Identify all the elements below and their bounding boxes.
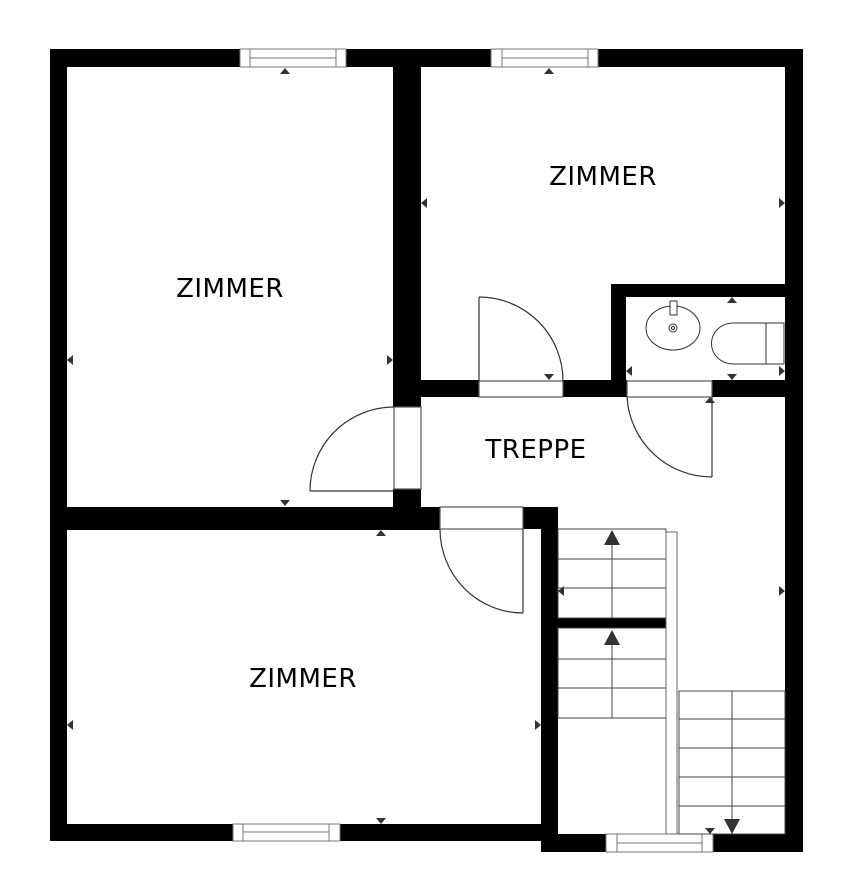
room-label-bottom-left: ZIMMER xyxy=(249,664,357,694)
stairs xyxy=(557,528,786,835)
room-label-top-left: ZIMMER xyxy=(176,274,284,304)
room-label-stairs: TREPPE xyxy=(485,435,587,465)
doors xyxy=(309,296,713,614)
door-top-right-room xyxy=(478,296,564,398)
windows xyxy=(232,48,714,853)
door-bottom-left-room xyxy=(439,506,524,614)
window-stairs xyxy=(605,833,714,853)
door-wc xyxy=(626,380,713,478)
window-top-left xyxy=(239,48,347,68)
arrow-down-icon xyxy=(724,819,740,834)
stair-arrows xyxy=(604,530,740,834)
sink-icon xyxy=(645,300,701,351)
wall-markers xyxy=(67,68,785,834)
room-label-top-right: ZIMMER xyxy=(549,162,657,192)
arrow-up-icon xyxy=(604,630,620,645)
toilet-icon xyxy=(710,322,785,365)
stair-flight-lower xyxy=(557,627,667,719)
door-top-left-room xyxy=(309,406,422,492)
window-top-right xyxy=(490,48,599,68)
arrow-up-icon xyxy=(604,530,620,545)
stair-handrail xyxy=(665,531,678,835)
wc-fixtures xyxy=(645,300,785,365)
window-bottom-left xyxy=(232,823,341,842)
